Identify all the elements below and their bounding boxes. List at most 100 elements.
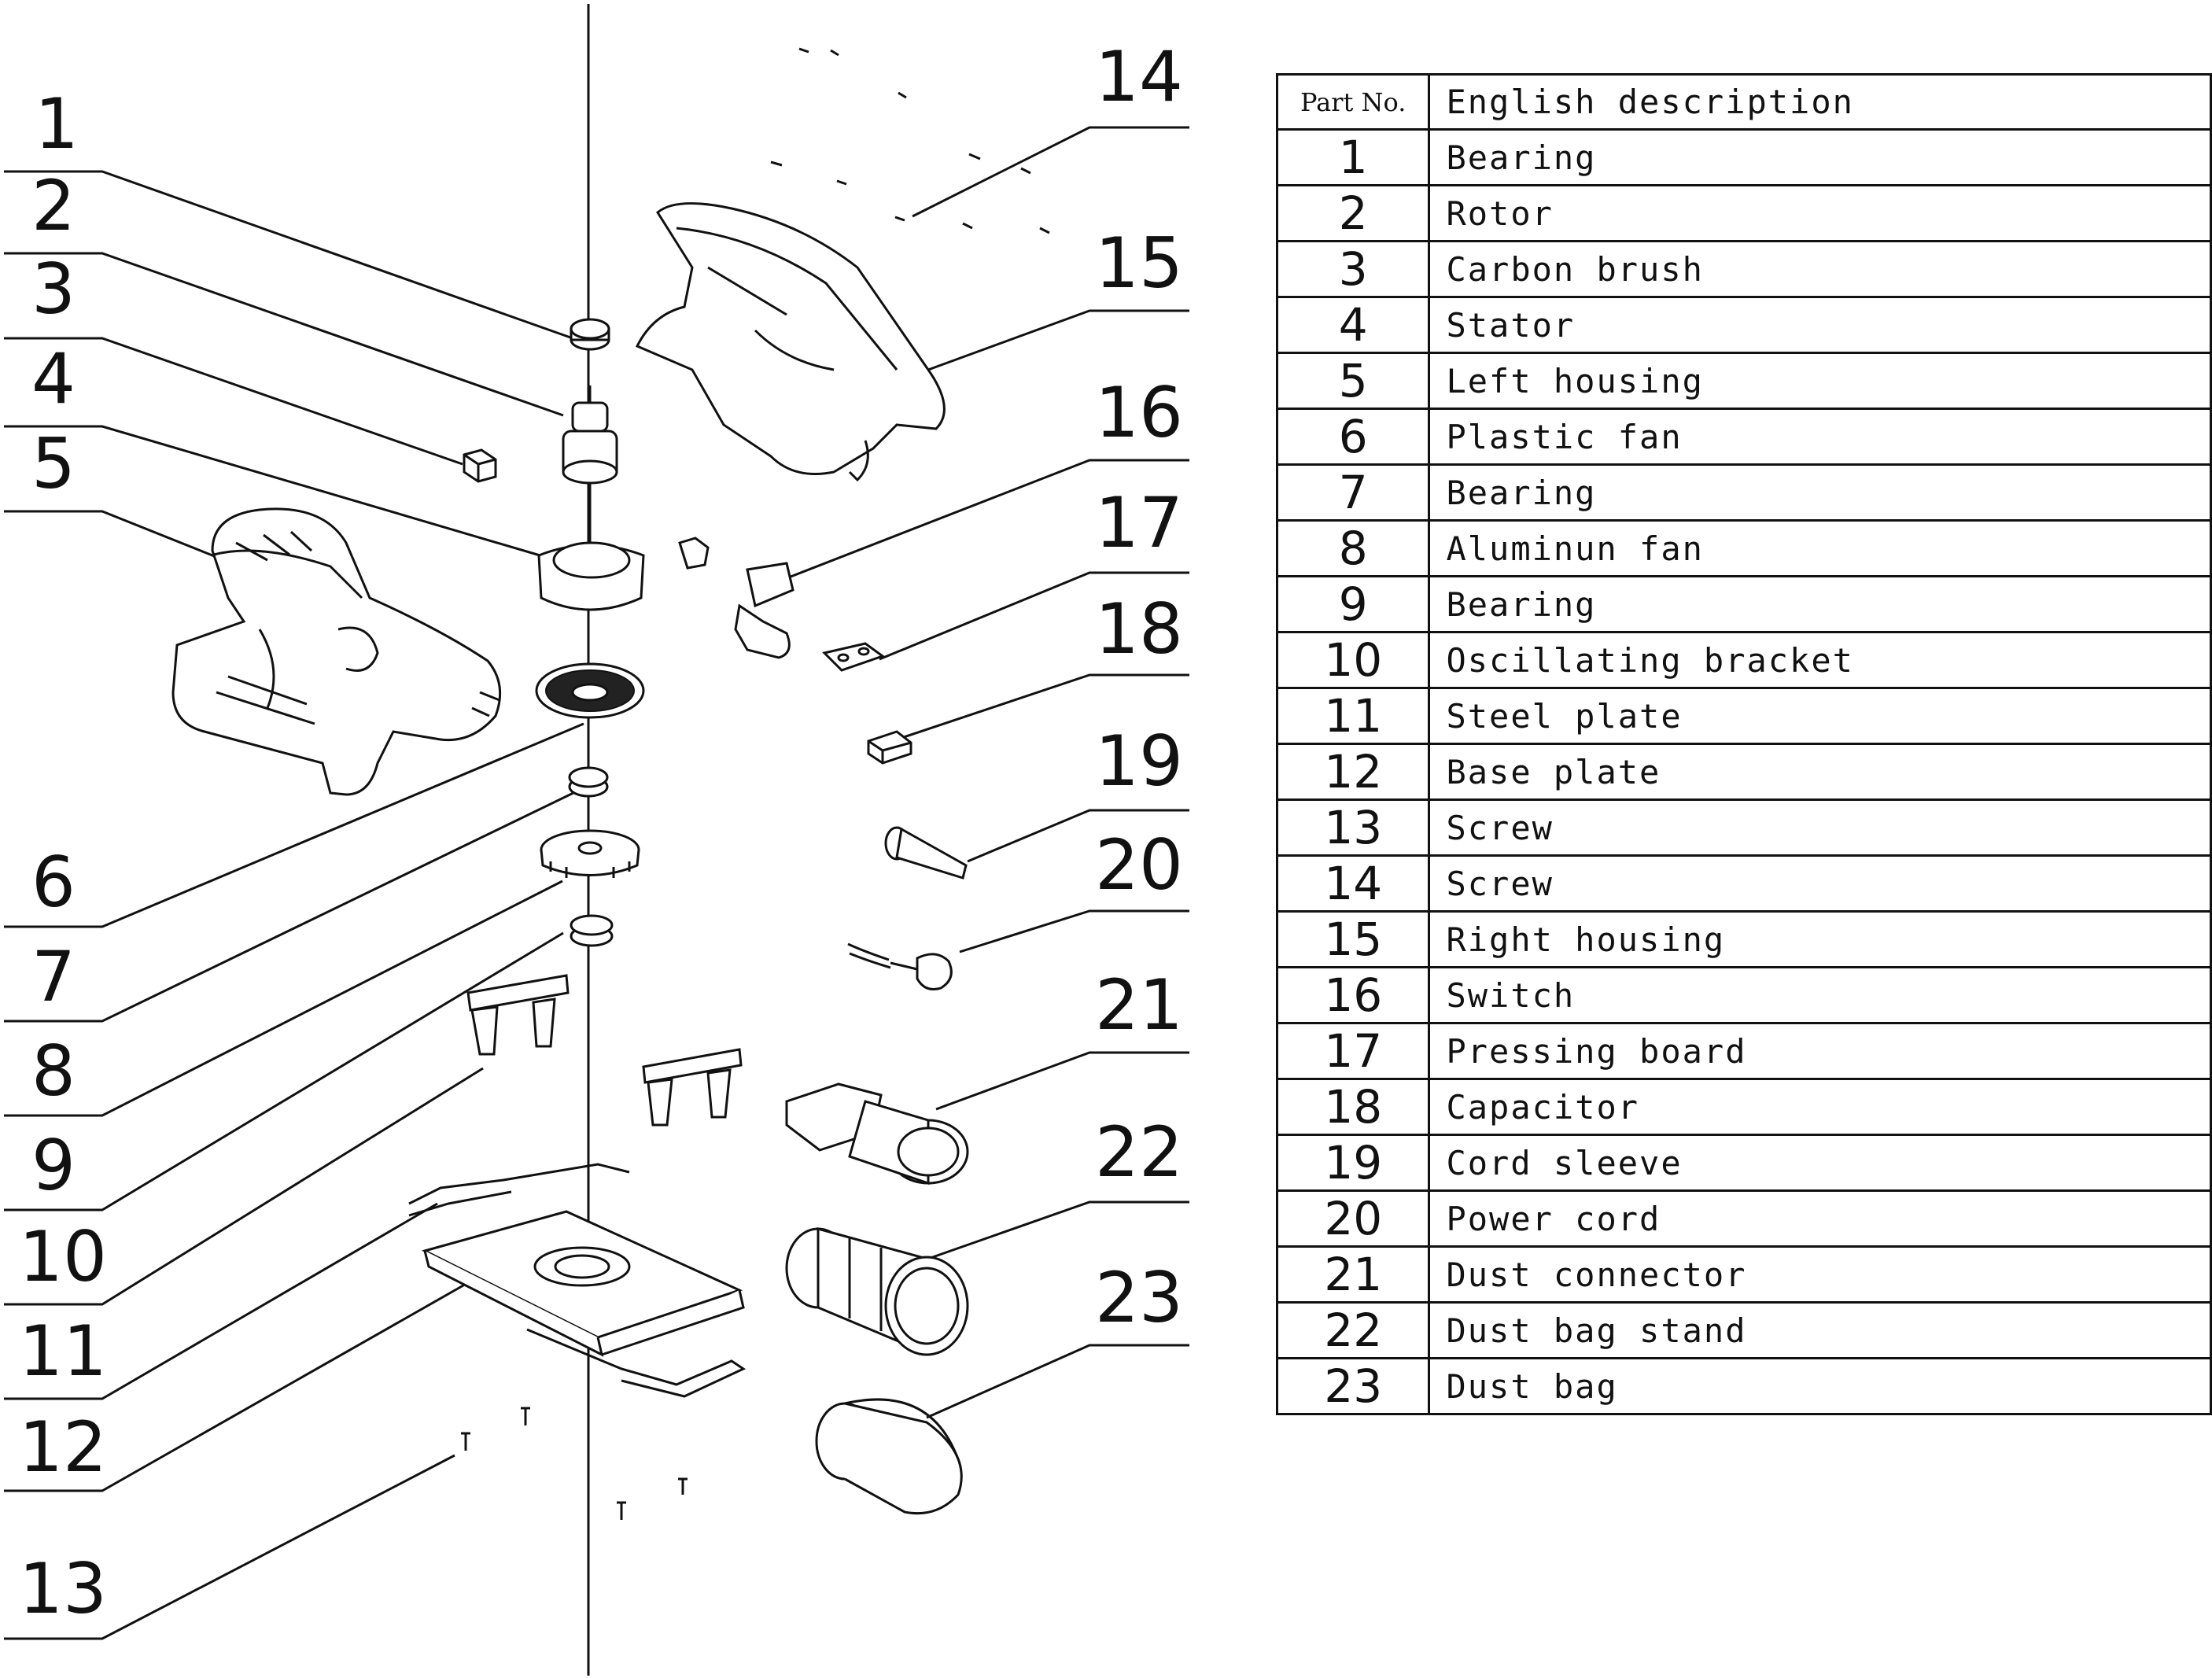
callout-11: 11 <box>4 1202 438 1400</box>
part-number: 17 <box>1275 1022 1431 1080</box>
part-description: Bearing <box>1428 575 2212 633</box>
svg-text:20: 20 <box>1095 824 1183 905</box>
part-description: Oscillating bracket <box>1428 631 2212 689</box>
callout-18: 18 <box>896 588 1189 741</box>
svg-text:10: 10 <box>19 1216 107 1297</box>
dust-bag-drawing <box>815 1398 963 1515</box>
callout-2: 2 <box>4 165 564 417</box>
part-number: 21 <box>1275 1245 1431 1304</box>
callout-12: 12 <box>4 1281 470 1492</box>
part-description: Steel plate <box>1428 687 2212 745</box>
part-number: 12 <box>1275 743 1431 801</box>
svg-text:13: 13 <box>19 1548 107 1629</box>
header-part-no: Part No. <box>1275 73 1431 131</box>
callout-8: 8 <box>4 880 563 1117</box>
base-plate-drawing <box>421 1210 745 1357</box>
svg-text:23: 23 <box>1095 1257 1183 1338</box>
part-number: 10 <box>1275 631 1431 689</box>
exploded-parts-diagram: 1 2 3 4 5 6 7 8 9 10 11 12 <box>4 4 1189 1676</box>
oscillating-bracket-drawing <box>466 974 743 1127</box>
steel-plate-drawing <box>408 1163 747 1398</box>
part-number: 18 <box>1275 1078 1431 1136</box>
part-number: 5 <box>1275 352 1431 410</box>
svg-text:8: 8 <box>31 1031 76 1112</box>
cord-sleeve-drawing <box>884 826 968 880</box>
part-description: Stator <box>1428 296 2212 354</box>
part-number: 16 <box>1275 966 1431 1024</box>
callout-13: 13 <box>4 1454 455 1640</box>
part-number: 14 <box>1275 854 1431 913</box>
part-number: 3 <box>1275 240 1431 298</box>
svg-text:7: 7 <box>31 936 76 1017</box>
part-description: Aluminun fan <box>1428 519 2212 577</box>
callout-1: 1 <box>4 83 573 340</box>
svg-text:9: 9 <box>31 1125 76 1206</box>
part-description: Cord sleeve <box>1428 1134 2212 1192</box>
switch-drawing <box>678 537 794 659</box>
dust-connector-drawing <box>785 1082 969 1186</box>
part-number: 7 <box>1275 463 1431 522</box>
svg-text:4: 4 <box>31 338 76 419</box>
svg-text:3: 3 <box>31 249 76 330</box>
callout-22: 22 <box>927 1112 1189 1260</box>
part-description: Bearing <box>1428 128 2212 186</box>
screw-13-drawing <box>461 1407 688 1520</box>
part-description: Right housing <box>1428 910 2212 968</box>
part-number: 22 <box>1275 1301 1431 1359</box>
bearing-1-drawing <box>570 318 610 351</box>
part-description: Screw <box>1428 854 2212 913</box>
part-number: 20 <box>1275 1189 1431 1248</box>
callout-14: 14 <box>912 36 1189 218</box>
callout-23: 23 <box>926 1257 1189 1419</box>
left-housing-drawing <box>171 507 502 796</box>
screw-14-drawing <box>770 47 1050 234</box>
callout-3: 3 <box>4 249 463 466</box>
callout-15: 15 <box>927 223 1189 371</box>
part-description: Plastic fan <box>1428 408 2212 466</box>
part-number: 8 <box>1275 519 1431 577</box>
aluminum-fan-drawing <box>540 829 640 878</box>
part-description: Rotor <box>1428 184 2212 242</box>
dust-bag-stand-drawing <box>785 1227 969 1356</box>
part-description: Power cord <box>1428 1189 2212 1248</box>
svg-text:19: 19 <box>1095 721 1183 802</box>
svg-text:18: 18 <box>1095 588 1183 669</box>
part-description: Dust connector <box>1428 1245 2212 1304</box>
callout-9: 9 <box>4 931 564 1211</box>
callout-6: 6 <box>4 722 584 928</box>
svg-text:2: 2 <box>31 165 76 246</box>
part-number: 2 <box>1275 184 1431 242</box>
part-description: Carbon brush <box>1428 240 2212 298</box>
part-description: Base plate <box>1428 743 2212 801</box>
svg-text:5: 5 <box>31 423 76 504</box>
callout-7: 7 <box>4 789 579 1023</box>
power-cord-drawing <box>847 942 953 990</box>
callout-21: 21 <box>935 964 1189 1111</box>
svg-text:11: 11 <box>19 1311 107 1392</box>
svg-text:14: 14 <box>1095 36 1183 117</box>
part-number: 19 <box>1275 1134 1431 1192</box>
callout-5: 5 <box>4 423 221 560</box>
part-number: 1 <box>1275 128 1431 186</box>
part-description: Dust bag <box>1428 1357 2212 1415</box>
svg-text:22: 22 <box>1095 1112 1183 1193</box>
